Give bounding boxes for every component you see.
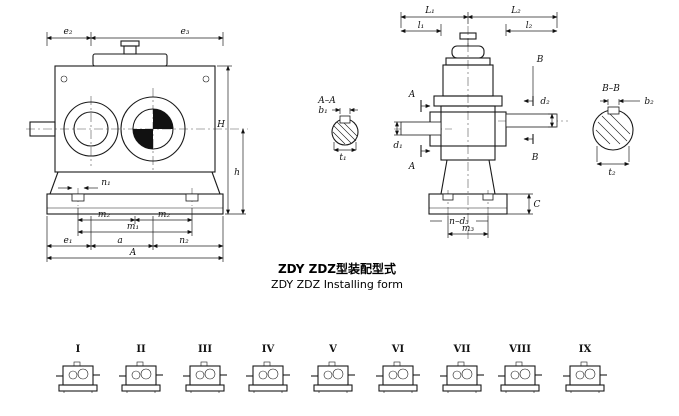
dim-d2: d₂	[540, 97, 550, 107]
front-view: e₂ e₃ n₁ m₂ m₂ m₁ e₁ a n₂	[26, 27, 248, 262]
dim-e3: e₃	[181, 27, 190, 37]
section-mark-A-bottom: A	[408, 162, 416, 172]
dim-C: C	[534, 200, 541, 210]
dim-n1: n₁	[101, 178, 110, 188]
caption: ZDY ZDZ型装配型式 ZDY ZDZ Installing form	[271, 261, 403, 291]
bore-quadrant-mark	[133, 129, 153, 149]
form-icon-3	[182, 361, 228, 394]
low-speed-bore-outer	[63, 101, 119, 157]
bore-quadrant-mark	[153, 109, 173, 129]
section-bb-title: B–B	[601, 84, 620, 94]
base-flange	[46, 193, 224, 215]
form-icon-2	[118, 361, 164, 394]
side-left-shaft	[400, 121, 442, 136]
section-mark-B-bottom: B	[531, 153, 539, 163]
base-bolt-slot	[482, 193, 494, 201]
dim-A: A	[129, 248, 137, 258]
housing-body	[54, 65, 216, 173]
form-icon-7	[439, 361, 485, 394]
section-bb-keyway	[607, 106, 620, 115]
front-view-bores	[63, 96, 186, 162]
side-base	[428, 193, 508, 215]
form-icon-9	[562, 361, 608, 394]
dim-e2: e₂	[64, 27, 73, 37]
front-view-dimensions: e₂ e₃ n₁ m₂ m₂ m₁ e₁ a n₂	[46, 27, 246, 262]
section-aa-keyway	[339, 115, 351, 124]
form-label-7: VII	[452, 344, 470, 355]
form-label-5: V	[328, 344, 337, 355]
side-view: L₁ L₂ l₁ l₂ A A B B d₁	[393, 6, 568, 240]
section-aa-title: A–A	[317, 96, 336, 106]
breather-stem	[123, 45, 137, 55]
dim-t1: t₁	[339, 153, 346, 163]
dim-m2-right: m₂	[158, 210, 171, 220]
dim-H: H	[216, 120, 225, 130]
dim-m1: m₁	[127, 222, 139, 232]
side-view-dimensions: L₁ L₂ l₁ l₂ A A B B d₁	[393, 6, 558, 238]
section-mark-A-top: A	[408, 90, 416, 100]
caption-zh: ZDY ZDZ型装配型式	[278, 261, 396, 276]
dim-n2: n₂	[179, 236, 189, 246]
dim-m2-left: m₂	[98, 210, 111, 220]
side-view-housing	[400, 32, 558, 215]
form-icon-4	[245, 361, 291, 394]
dim-l2: l₂	[526, 21, 533, 31]
low-speed-bore-inner	[73, 111, 109, 147]
dim-e1: e₁	[64, 236, 73, 246]
inspection-cover	[92, 53, 168, 67]
base-bolt-slot	[442, 193, 454, 201]
dim-h: h	[234, 168, 240, 178]
installing-forms-row: I II III IV V VI VII VIII IX	[55, 344, 608, 394]
section-bb-shaft	[592, 109, 634, 151]
dim-n-d3: n–d₃	[449, 217, 469, 227]
dim-L2: L₂	[510, 6, 521, 16]
side-right-shaft	[505, 113, 558, 128]
foundation-slot-left	[71, 193, 85, 202]
form-label-1: I	[76, 344, 81, 355]
dim-t2: t₂	[608, 168, 616, 178]
caption-en: ZDY ZDZ Installing form	[271, 278, 403, 291]
dim-a: a	[117, 236, 122, 246]
dim-l1: l₁	[418, 21, 425, 31]
form-icon-8	[497, 361, 543, 394]
form-label-9: IX	[579, 344, 592, 355]
dim-d1: d₁	[393, 141, 402, 151]
section-bb: B–B b₂ t₂	[592, 84, 654, 178]
section-mark-B-top: B	[536, 55, 544, 65]
foundation-slot-right	[185, 193, 199, 202]
form-label-4: IV	[262, 344, 275, 355]
dim-b2: b₂	[644, 97, 654, 107]
form-label-3: III	[198, 344, 212, 355]
form-icon-1	[55, 361, 101, 394]
form-icon-5	[310, 361, 356, 394]
form-icon-6	[375, 361, 421, 394]
dim-b1: b₁	[318, 106, 327, 116]
dim-m3: m₃	[462, 224, 475, 234]
input-shaft-stub	[29, 121, 56, 137]
form-label-6: VI	[391, 344, 405, 355]
front-view-housing	[29, 40, 224, 215]
section-aa: A–A b₁ t₁	[317, 96, 359, 163]
form-label-2: II	[136, 344, 146, 355]
high-speed-bore-outer	[120, 96, 186, 162]
form-label-8: VIII	[508, 344, 531, 355]
dim-L1: L₁	[424, 6, 435, 16]
breather-cap	[120, 40, 140, 47]
